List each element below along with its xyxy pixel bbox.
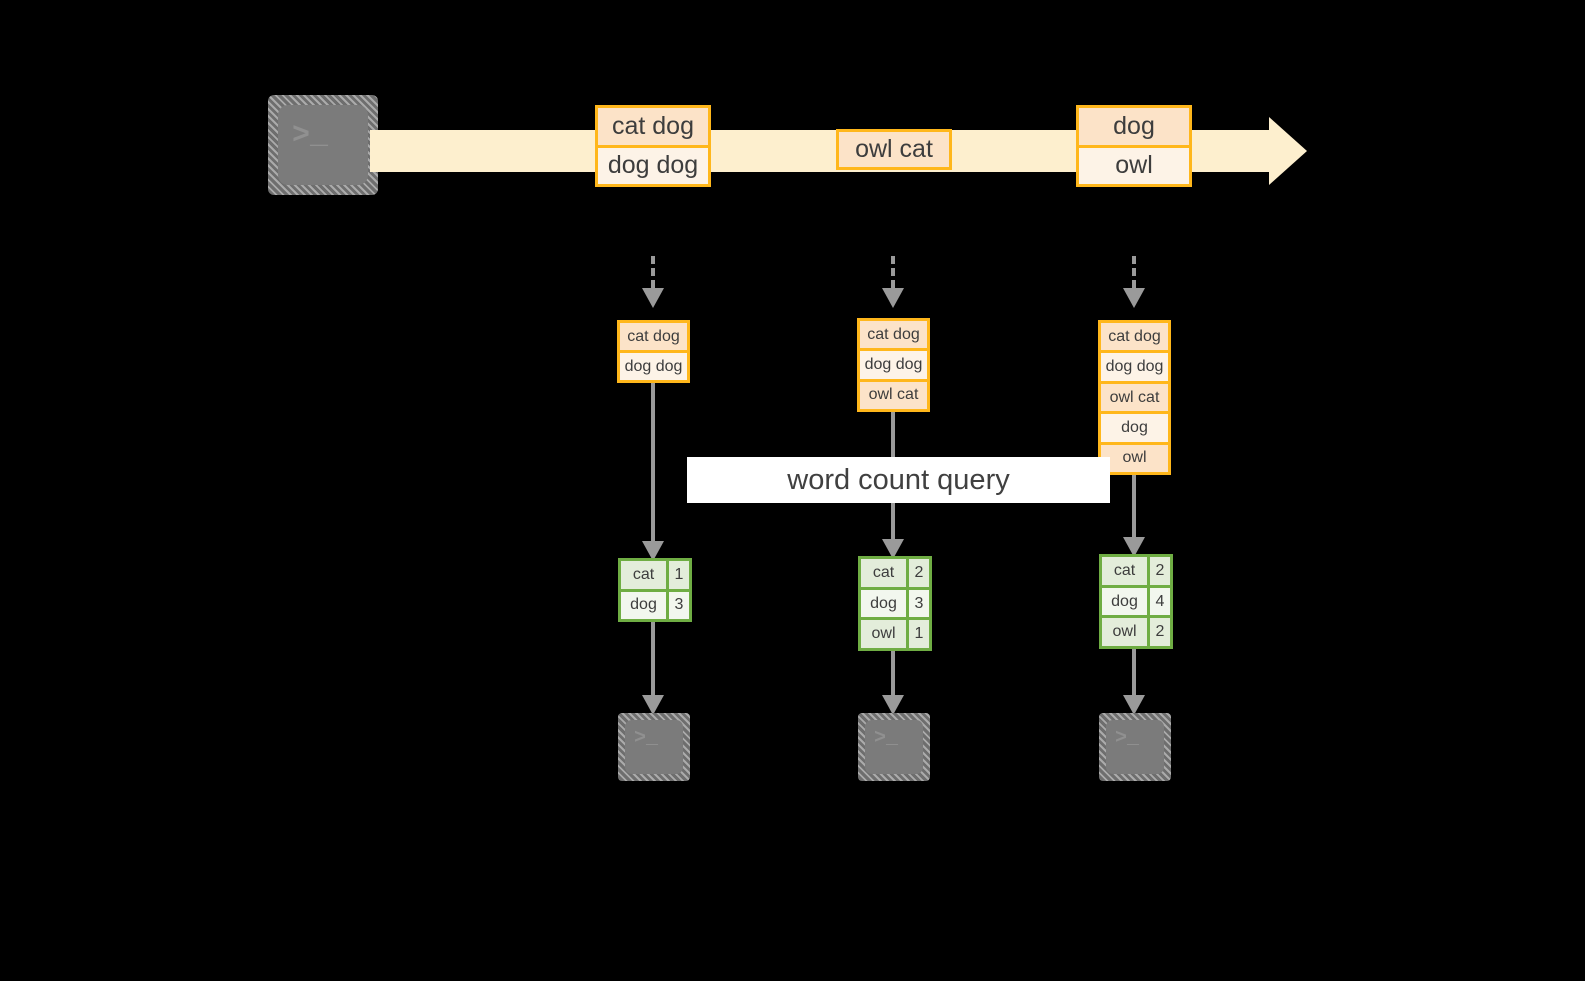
snapshot-3-result-table[interactable]: cat 2 dog 4 owl 2 — [1099, 554, 1173, 649]
record-line: dog dog — [860, 351, 927, 382]
terminal-prompt-glyph: >_ — [874, 727, 899, 750]
table-cell-count: 3 — [669, 591, 689, 619]
stream-event-2[interactable]: owl cat — [836, 129, 952, 170]
snapshot-1-sink-arrowhead — [642, 695, 664, 715]
snapshot-2-accumulated-records[interactable]: cat dog dog dog owl cat — [857, 318, 930, 412]
stream-event-line: cat dog — [598, 108, 708, 148]
stream-event-line: owl cat — [839, 132, 949, 167]
snapshot-2-query-arrowhead — [882, 539, 904, 559]
stream-event-line: dog dog — [598, 147, 708, 184]
source-terminal-icon[interactable]: >_ — [268, 95, 378, 195]
record-line: cat dog — [1101, 323, 1168, 354]
snapshot-1-tap-line — [651, 256, 655, 288]
record-line: dog — [1101, 414, 1168, 445]
table-cell-word: cat — [861, 559, 909, 587]
table-cell-count: 3 — [909, 589, 929, 618]
terminal-screen: >_ — [278, 105, 368, 185]
table-cell-word: owl — [1102, 618, 1150, 647]
record-line: owl cat — [1101, 383, 1168, 415]
table-row: dog 4 — [1102, 587, 1170, 619]
table-cell-word: cat — [621, 561, 669, 589]
table-cell-count: 2 — [1150, 557, 1170, 585]
table-cell-count: 1 — [669, 561, 689, 589]
record-line: dog dog — [1101, 353, 1168, 384]
snapshot-1-sink-line — [651, 622, 655, 695]
snapshot-1-tap-arrowhead — [642, 288, 664, 308]
stream-event-line: dog — [1079, 108, 1189, 148]
snapshot-3-tap-arrowhead — [1123, 288, 1145, 308]
table-row: owl 1 — [861, 620, 929, 649]
record-line: cat dog — [620, 323, 687, 353]
snapshot-2-sink-terminal-icon[interactable]: >_ — [858, 713, 930, 781]
snapshot-1-query-arrowhead — [642, 541, 664, 561]
snapshot-3-query-line — [1132, 475, 1136, 537]
table-cell-count: 2 — [909, 559, 929, 587]
snapshot-1-result-table[interactable]: cat 1 dog 3 — [618, 558, 692, 622]
record-line: owl cat — [860, 381, 927, 409]
table-row: cat 1 — [621, 561, 689, 592]
snapshot-3-query-arrowhead — [1123, 537, 1145, 557]
table-row: owl 2 — [1102, 618, 1170, 647]
stream-arrow-head — [1269, 117, 1307, 185]
stream-event-1[interactable]: cat dog dog dog — [595, 105, 711, 187]
snapshot-2-tap-line — [891, 256, 895, 288]
snapshot-2-result-table[interactable]: cat 2 dog 3 owl 1 — [858, 556, 932, 651]
snapshot-3-sink-arrowhead — [1123, 695, 1145, 715]
table-cell-count: 2 — [1150, 618, 1170, 647]
record-line: cat dog — [860, 321, 927, 352]
snapshot-1-query-line — [651, 383, 655, 541]
snapshot-2-sink-line — [891, 651, 895, 695]
table-cell-word: cat — [1102, 557, 1150, 585]
table-cell-word: dog — [621, 591, 669, 619]
terminal-screen: >_ — [865, 720, 923, 774]
record-line: owl — [1101, 444, 1168, 473]
terminal-prompt-glyph: >_ — [292, 119, 329, 153]
table-cell-count: 1 — [909, 620, 929, 649]
stream-event-line: owl — [1079, 147, 1189, 184]
snapshot-3-sink-line — [1132, 649, 1136, 695]
table-row: cat 2 — [1102, 557, 1170, 588]
table-cell-word: dog — [1102, 587, 1150, 616]
snapshot-1-sink-terminal-icon[interactable]: >_ — [618, 713, 690, 781]
table-cell-word: owl — [861, 620, 909, 649]
terminal-screen: >_ — [1106, 720, 1164, 774]
terminal-prompt-glyph: >_ — [1115, 727, 1140, 750]
table-row: cat 2 — [861, 559, 929, 590]
table-row: dog 3 — [621, 591, 689, 619]
snapshot-3-tap-line — [1132, 256, 1136, 288]
snapshot-2-sink-arrowhead — [882, 695, 904, 715]
terminal-screen: >_ — [625, 720, 683, 774]
stream-event-3[interactable]: dog owl — [1076, 105, 1192, 187]
table-row: dog 3 — [861, 589, 929, 621]
query-banner-label: word count query — [787, 463, 1010, 496]
snapshot-2-tap-arrowhead — [882, 288, 904, 308]
record-line: dog dog — [620, 353, 687, 380]
table-cell-count: 4 — [1150, 587, 1170, 616]
snapshot-1-accumulated-records[interactable]: cat dog dog dog — [617, 320, 690, 383]
table-cell-word: dog — [861, 589, 909, 618]
terminal-prompt-glyph: >_ — [634, 727, 659, 750]
query-banner: word count query — [687, 457, 1110, 503]
snapshot-3-accumulated-records[interactable]: cat dog dog dog owl cat dog owl — [1098, 320, 1171, 475]
snapshot-3-sink-terminal-icon[interactable]: >_ — [1099, 713, 1171, 781]
